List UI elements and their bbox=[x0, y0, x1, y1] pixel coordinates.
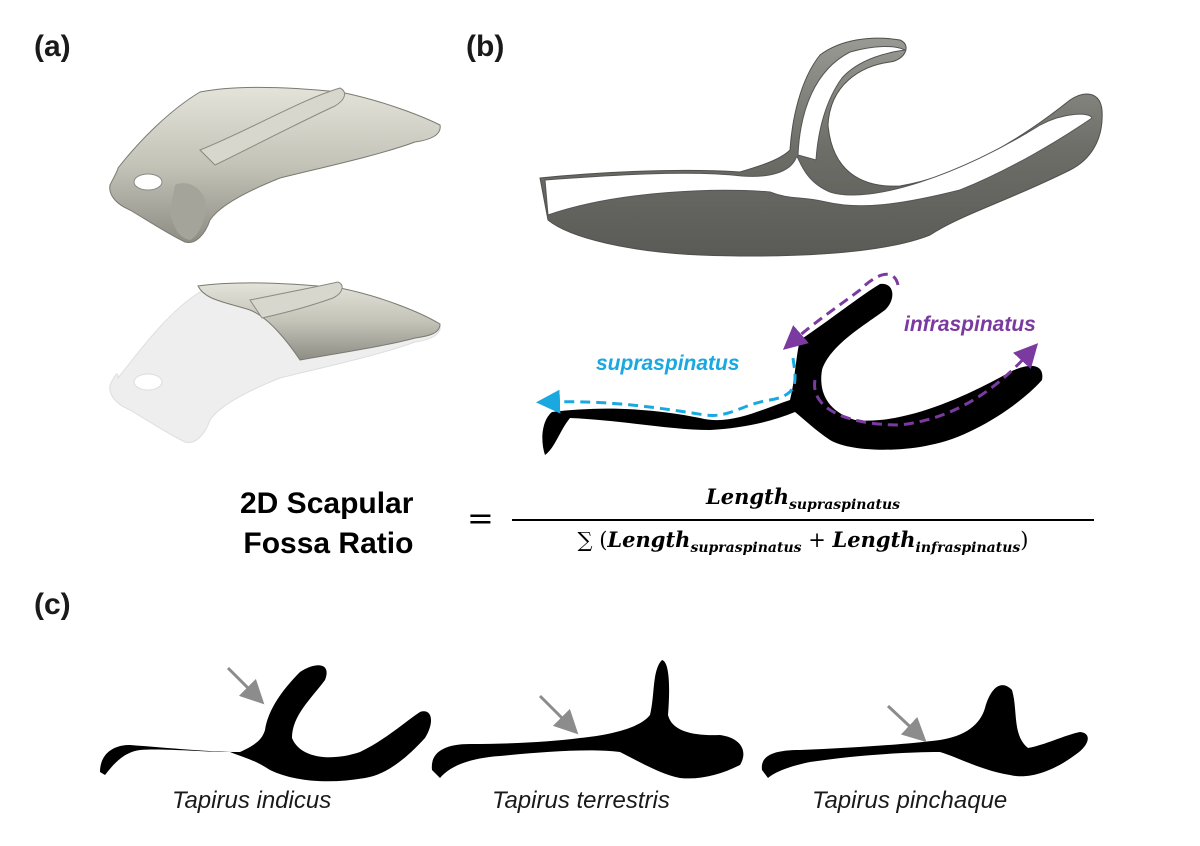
plus-sign: + bbox=[808, 528, 826, 552]
formula-numerator: Lengthsupraspinatus bbox=[512, 484, 1094, 513]
formula-lhs-line2: Fossa Ratio bbox=[243, 527, 414, 560]
fraction-bar bbox=[512, 519, 1094, 521]
open-paren: ( bbox=[599, 528, 608, 552]
label-supraspinatus: supraspinatus bbox=[596, 352, 740, 375]
denominator-term1-base: Length bbox=[607, 527, 691, 552]
panel-label-c: (c) bbox=[34, 588, 71, 621]
formula-denominator: ∑ (Lengthsupraspinatus + Lengthinfraspin… bbox=[508, 527, 1098, 556]
formula-equals: = bbox=[467, 499, 494, 537]
notch-hole bbox=[133, 173, 163, 191]
sum-symbol: ∑ bbox=[577, 528, 593, 552]
panel-label-b: (b) bbox=[466, 30, 505, 63]
denominator-term2-sub: infraspinatus bbox=[915, 540, 1021, 556]
label-infraspinatus: infraspinatus bbox=[904, 313, 1036, 336]
numerator-base: Length bbox=[705, 484, 789, 509]
numerator-sub: supraspinatus bbox=[788, 497, 901, 513]
species-terrestris: Tapirus terrestris bbox=[492, 787, 670, 814]
silhouette-tapirus-terrestris bbox=[431, 660, 744, 779]
species-pinchaque: Tapirus pinchaque bbox=[812, 787, 1008, 814]
silhouette-tapirus-indicus bbox=[100, 665, 432, 782]
infraspinatus-arrow-upper bbox=[782, 272, 900, 350]
scapula-render-highlighted bbox=[109, 281, 441, 444]
cross-section-render bbox=[539, 37, 1103, 257]
panel-label-a: (a) bbox=[34, 30, 71, 63]
denominator-term1-sub: supraspinatus bbox=[690, 540, 802, 556]
arrow-indicus bbox=[226, 666, 265, 705]
close-paren: ) bbox=[1020, 528, 1029, 552]
species-indicus: Tapirus indicus bbox=[172, 787, 332, 814]
supraspinatus-arrow bbox=[536, 357, 797, 417]
arrow-pinchaque bbox=[886, 704, 927, 743]
scapula-render-full bbox=[109, 86, 441, 244]
cross-section-silhouette bbox=[536, 272, 1043, 455]
denominator-term2-base: Length bbox=[832, 527, 916, 552]
arrow-terrestris bbox=[538, 694, 579, 735]
formula-lhs: 2D Scapular Fossa Ratio bbox=[240, 484, 413, 564]
silhouette-tapirus-pinchaque bbox=[761, 685, 1088, 778]
formula-lhs-line1: 2D Scapular bbox=[240, 487, 414, 520]
